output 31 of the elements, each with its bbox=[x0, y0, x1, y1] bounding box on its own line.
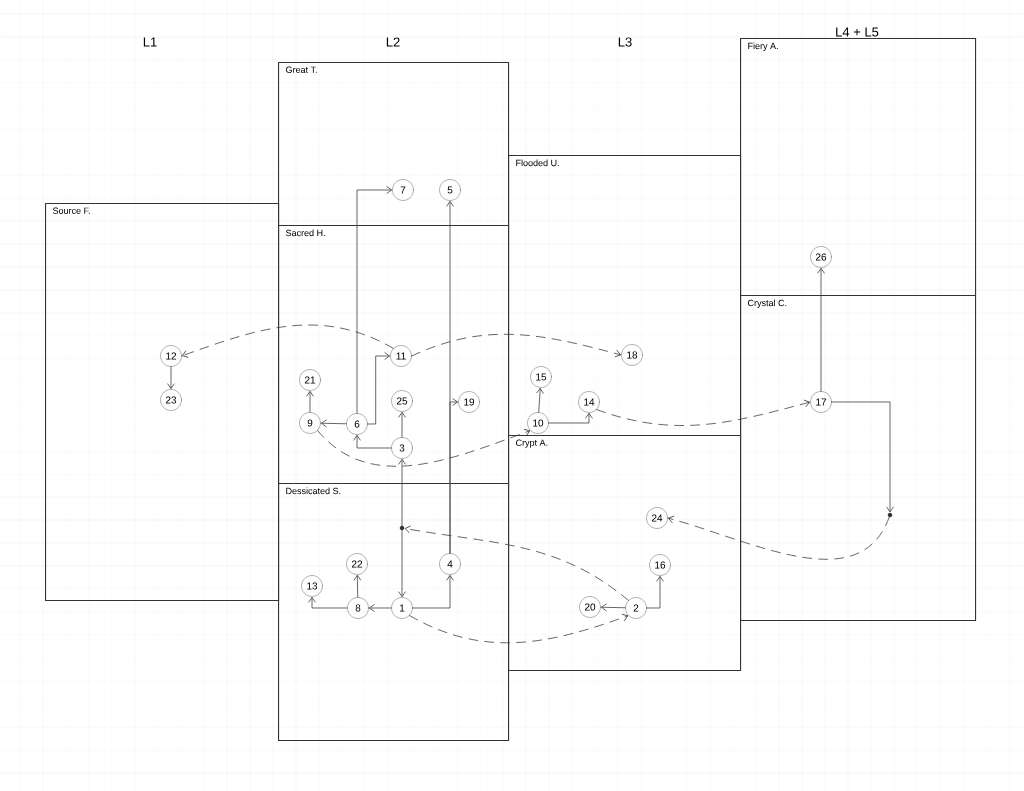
arrow bbox=[668, 515, 890, 560]
arrow bbox=[548, 413, 593, 424]
arrow bbox=[356, 186, 392, 414]
arrow bbox=[317, 428, 531, 467]
column-heading: L1 bbox=[143, 37, 157, 47]
arrow bbox=[398, 459, 406, 526]
column-heading: L2 bbox=[386, 37, 400, 47]
arrow bbox=[831, 401, 894, 513]
arrow bbox=[306, 391, 314, 413]
arrow bbox=[404, 525, 629, 601]
arrow bbox=[411, 334, 622, 358]
column-heading: L4 + L5 bbox=[836, 27, 879, 37]
arrow bbox=[367, 352, 390, 425]
arrow bbox=[449, 398, 458, 554]
arrow bbox=[353, 435, 392, 449]
arrow bbox=[167, 366, 175, 389]
arrow bbox=[308, 597, 348, 609]
arrow bbox=[398, 412, 406, 438]
arrow bbox=[181, 324, 394, 358]
arrow bbox=[536, 387, 544, 413]
arrow bbox=[817, 268, 825, 392]
arrow bbox=[596, 399, 811, 426]
arrow bbox=[369, 604, 392, 612]
column-heading: L3 bbox=[618, 37, 632, 47]
arrow bbox=[409, 613, 629, 643]
arrow bbox=[353, 575, 362, 598]
arrow bbox=[398, 530, 406, 597]
arrow bbox=[321, 419, 347, 428]
arrow bbox=[646, 576, 664, 609]
arrow bbox=[601, 603, 626, 612]
arrow bbox=[412, 575, 454, 609]
